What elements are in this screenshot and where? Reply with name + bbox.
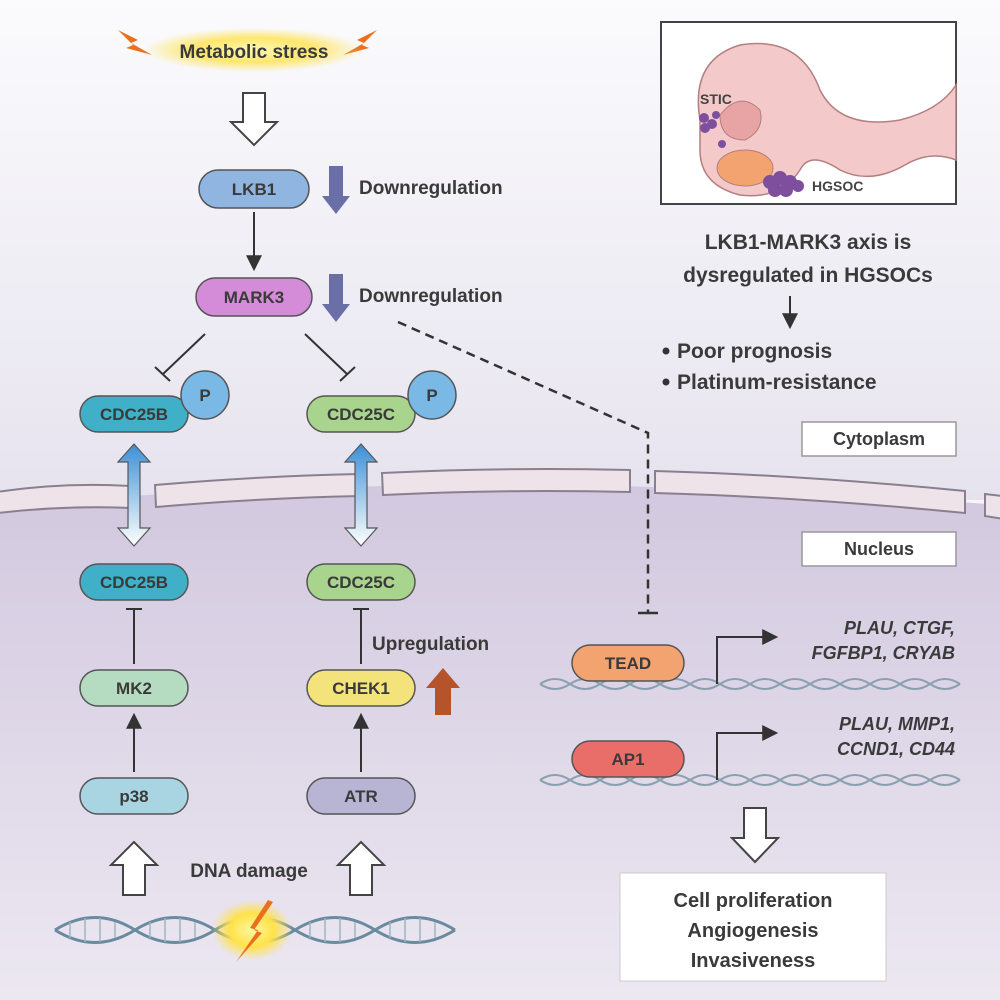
shuttle-arrow-icon — [116, 443, 152, 547]
axis-info-line2: dysregulated in HGSOCs — [683, 264, 933, 287]
svg-text:MK2: MK2 — [116, 679, 152, 698]
tead-node: TEAD — [571, 644, 685, 682]
phosphate-icon — [407, 370, 457, 420]
ap1-node: AP1 — [571, 740, 685, 778]
ap1-targets-line1: PLAU, MMP1, — [839, 714, 955, 734]
dna-damage-label: DNA damage — [190, 861, 308, 882]
bullet-poor-prognosis: Poor prognosis — [677, 340, 832, 363]
anatomy-inset: STIC HGSOC — [660, 21, 957, 205]
metabolic-stress-label: Metabolic stress — [180, 42, 329, 63]
outcome-item: Cell proliferation — [674, 890, 833, 912]
nuclear-membrane — [0, 468, 1000, 520]
phosphate-icon — [180, 370, 230, 420]
cdc25c-node: CDC25C — [306, 563, 416, 601]
svg-text:AP1: AP1 — [611, 750, 644, 769]
hollow-arrow-stress — [228, 92, 280, 147]
chek1-node: CHEK1 — [306, 669, 416, 707]
tead-targets-line2: FGFBP1, CRYAB — [812, 643, 955, 663]
down-arrow-icon — [322, 166, 350, 214]
svg-text:HGSOC: HGSOC — [812, 178, 863, 194]
svg-text:MARK3: MARK3 — [224, 288, 284, 307]
inhibition-lines — [154, 333, 356, 382]
outcome-item: Angiogenesis — [687, 920, 818, 942]
svg-text:LKB1: LKB1 — [232, 180, 276, 199]
hollow-arrow-dna-damage — [335, 840, 387, 896]
dashed-inhibition-line — [397, 320, 650, 612]
svg-text:P: P — [426, 386, 437, 405]
svg-text:CDC25C: CDC25C — [327, 573, 395, 592]
svg-text:p38: p38 — [119, 787, 148, 806]
dna-helix-icon — [54, 900, 456, 962]
transcription-arrow — [716, 629, 779, 684]
mk2-node: MK2 — [79, 669, 189, 707]
outcome-item: Invasiveness — [691, 950, 816, 972]
lkb1-regulation-label: Downregulation — [359, 178, 503, 199]
cdc25b-phospho-node: CDC25B P — [79, 370, 230, 433]
inhibition-lines — [126, 608, 369, 664]
svg-text:CDC25B: CDC25B — [100, 573, 168, 592]
svg-text:ATR: ATR — [344, 787, 378, 806]
hollow-arrow-dna-damage — [108, 840, 160, 896]
ap1-targets-line2: CCND1, CD44 — [837, 739, 955, 759]
bullet-platinum-resistance: Platinum-resistance — [677, 371, 877, 394]
tead-targets-line1: PLAU, CTGF, — [844, 618, 955, 638]
shuttle-arrow-icon — [343, 443, 379, 547]
svg-text:CDC25B: CDC25B — [100, 405, 168, 424]
nucleus-label: Nucleus — [801, 531, 957, 567]
svg-text:CHEK1: CHEK1 — [332, 679, 390, 698]
axis-info-line1: LKB1-MARK3 axis is — [705, 231, 912, 254]
svg-text:Cytoplasm: Cytoplasm — [833, 429, 925, 449]
down-arrow-icon — [322, 274, 350, 322]
lightning-icon — [118, 30, 377, 55]
bullet-icon — [662, 378, 670, 386]
svg-text:CDC25C: CDC25C — [327, 405, 395, 424]
p38-node: p38 — [79, 777, 189, 815]
svg-text:P: P — [199, 386, 210, 405]
up-arrow-icon — [426, 668, 460, 715]
mark3-regulation-label: Downregulation — [359, 286, 503, 307]
cdc25c-phospho-node: CDC25C P — [306, 370, 457, 433]
transcription-arrow — [716, 725, 779, 780]
svg-text:Nucleus: Nucleus — [844, 539, 914, 559]
chek1-regulation-label: Upregulation — [372, 634, 489, 655]
cdc25b-node: CDC25B — [79, 563, 189, 601]
hollow-arrow-outcomes — [729, 807, 781, 864]
outcomes-box: Cell proliferation Angiogenesis Invasive… — [619, 872, 887, 982]
svg-text:TEAD: TEAD — [605, 654, 651, 673]
svg-text:STIC: STIC — [700, 91, 732, 107]
cytoplasm-label: Cytoplasm — [801, 421, 957, 457]
bullet-icon — [662, 347, 670, 355]
nucleus-region — [0, 485, 1000, 1000]
mark3-node: MARK3 — [195, 277, 313, 317]
atr-node: ATR — [306, 777, 416, 815]
lkb1-node: LKB1 — [198, 169, 310, 209]
